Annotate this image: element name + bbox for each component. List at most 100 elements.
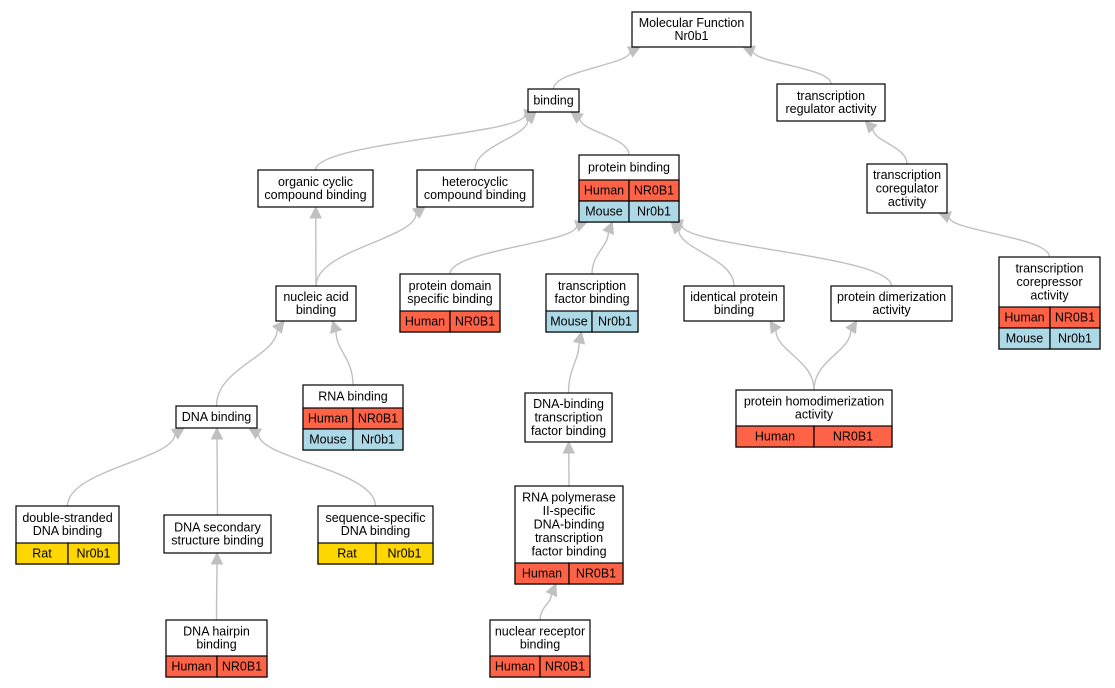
species-row-human: Human NR0B1 — [735, 425, 893, 448]
species-label: Mouse — [585, 205, 623, 219]
node-box — [631, 11, 752, 48]
gene-cell — [375, 542, 434, 565]
gene-label: Nr0b1 — [637, 205, 671, 219]
arrowhead — [562, 440, 576, 454]
gene-cell — [449, 310, 501, 333]
node-label-line: protein domain — [409, 279, 492, 293]
node-label-line: binding — [533, 94, 573, 108]
edge-line — [539, 593, 553, 621]
node-label-line: RNA binding — [318, 390, 388, 404]
edge-nucleic-acid-to-heterocyclic — [315, 206, 426, 287]
species-label: Human — [755, 430, 795, 444]
node-label-line: Molecular Function — [639, 16, 745, 30]
edge-line — [579, 118, 630, 156]
gene-label: Nr0b1 — [1058, 332, 1092, 346]
node-label-line: transcription — [558, 279, 626, 293]
edge-line — [257, 433, 377, 507]
edge-dna-secondary-to-dna-binding — [210, 426, 224, 516]
gene-label: Nr0b1 — [76, 547, 110, 561]
arrowhead — [864, 120, 878, 134]
node-label-line: factor binding — [554, 292, 629, 306]
node-box — [163, 514, 272, 554]
edge-line — [335, 331, 354, 386]
edge-identical-protein-to-protein-binding — [670, 221, 735, 287]
node-label-line: DNA secondary — [174, 520, 262, 534]
gene-label: NR0B1 — [222, 660, 262, 674]
edge-line — [215, 329, 278, 407]
species-label: Rat — [32, 547, 52, 561]
arrowhead — [210, 551, 224, 565]
species-label: Mouse — [309, 433, 347, 447]
node-label-line: regulator activity — [785, 102, 877, 116]
node-box — [524, 392, 613, 443]
edge-line — [948, 216, 1051, 258]
species-label: Human — [405, 315, 445, 329]
edge-dna-binding-to-nucleic-acid — [215, 320, 285, 407]
node-label-line: binding — [196, 638, 236, 652]
species-row-mouse: Mouse Nr0b1 — [578, 200, 680, 223]
edge-protein-binding-to-binding — [570, 111, 630, 156]
node-label-line: DNA binding — [182, 410, 252, 424]
node-label-line: protein binding — [588, 161, 670, 175]
node-label-line: Nr0b1 — [674, 29, 708, 43]
node-dna-binding[interactable]: DNA binding — [175, 405, 258, 429]
edge-line — [552, 51, 631, 90]
node-label-line: transcription — [873, 168, 941, 182]
node-label-line: transcription — [797, 89, 865, 103]
edge-line — [314, 114, 527, 171]
gene-label: NR0B1 — [833, 430, 873, 444]
node-label-line: structure binding — [171, 534, 263, 548]
node-label-line: factor binding — [531, 544, 606, 558]
gene-cell — [591, 310, 639, 333]
gene-label: Nr0b1 — [387, 547, 421, 561]
edge-nucleic-acid-to-organic-cyclic — [309, 205, 323, 287]
gene-cell — [628, 200, 680, 223]
node-box — [866, 163, 948, 214]
edge-dna-binding-tf-to-tf-binding — [567, 330, 586, 394]
arrowhead — [271, 320, 285, 334]
gene-cell — [813, 425, 893, 448]
arrowhead — [602, 220, 615, 236]
edge-line — [680, 224, 893, 287]
arrowhead — [210, 426, 224, 440]
species-row-human: Human NR0B1 — [399, 310, 501, 333]
gene-label: NR0B1 — [576, 567, 616, 581]
node-label-line: activity — [888, 195, 927, 209]
node-label-line: II-specific — [543, 504, 596, 518]
gene-label: NR0B1 — [545, 660, 585, 674]
node-rna-pol[interactable]: RNA polymeraseII-specificDNA-bindingtran… — [514, 485, 624, 585]
node-label-line: binding — [296, 303, 336, 317]
node-label-line: organic cyclic — [278, 175, 353, 189]
node-label-line: activity — [1030, 288, 1069, 302]
edge-trans-corepressor-to-trans-coreg — [937, 211, 1051, 258]
node-binding[interactable]: binding — [527, 88, 580, 113]
edge-trans-reg-to-mf — [741, 45, 832, 85]
arrowhead — [170, 427, 185, 440]
gene-label: NR0B1 — [455, 315, 495, 329]
node-label-line: DNA binding — [33, 524, 103, 538]
